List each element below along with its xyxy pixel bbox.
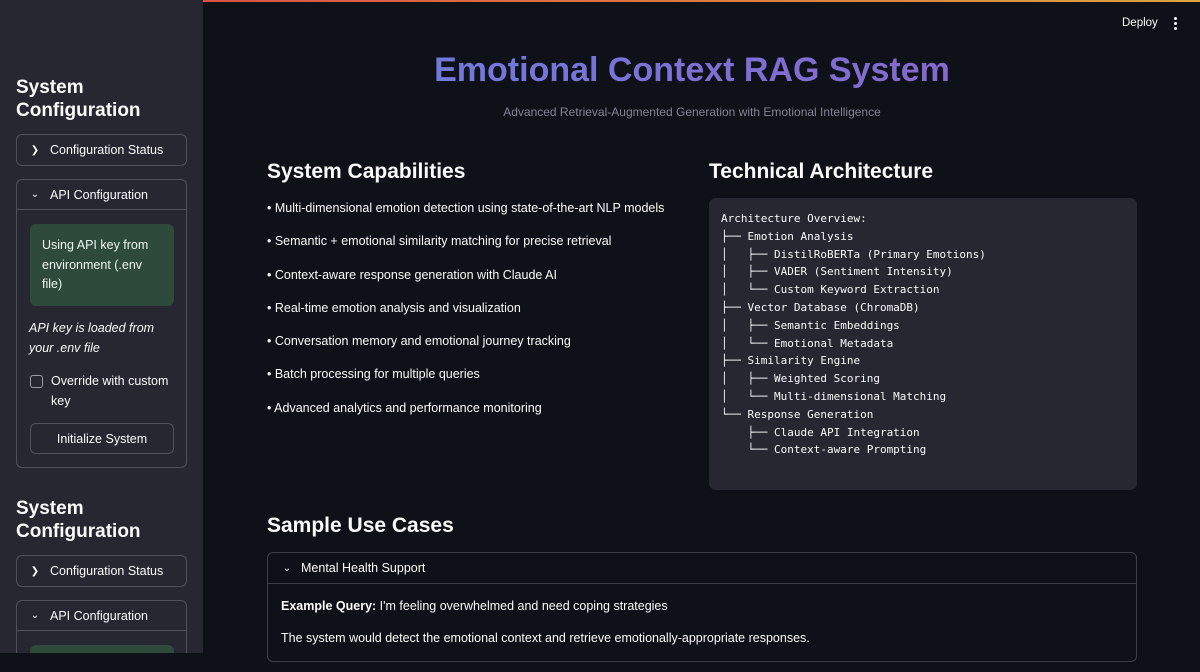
list-item: • Context-aware response generation with…	[267, 267, 557, 282]
config-status-header[interactable]: ❯ Configuration Status	[17, 135, 186, 165]
success-alert-partial	[30, 645, 174, 653]
chevron-down-icon: ⌄	[282, 562, 292, 574]
list-item: • Advanced analytics and performance mon…	[267, 400, 542, 415]
use-case-description: The system would detect the emotional co…	[281, 631, 810, 645]
architecture-code-block: Architecture Overview: ├── Emotion Analy…	[709, 198, 1137, 490]
chevron-down-icon: ⌄	[30, 610, 40, 621]
capabilities-list: • Multi-dimensional emotion detection us…	[267, 198, 687, 431]
mental-health-body: Example Query: I'm feeling overwhelmed a…	[268, 584, 1136, 672]
architecture-heading: Technical Architecture	[709, 160, 934, 183]
example-query: Example Query: I'm feeling overwhelmed a…	[281, 596, 1123, 616]
config-status-expander[interactable]: ❯ Configuration Status	[16, 134, 187, 166]
sidebar: System Configuration ❯ Configuration Sta…	[0, 0, 203, 653]
api-config-header[interactable]: ⌄ API Configuration	[17, 180, 186, 210]
sidebar-heading: System Configuration	[16, 77, 141, 121]
list-item: • Batch processing for multiple queries	[267, 367, 480, 382]
api-config-label: API Configuration	[50, 187, 148, 202]
override-label: Override with custom key	[51, 374, 169, 408]
example-query-label: Example Query:	[281, 599, 377, 613]
deploy-button[interactable]: Deploy	[1122, 17, 1158, 29]
kebab-menu-icon[interactable]	[1168, 13, 1182, 33]
list-item: • Multi-dimensional emotion detection us…	[267, 201, 665, 215]
api-config-expander[interactable]: ⌄ API Configuration Using API key from e…	[16, 179, 187, 468]
page-title: Emotional Context RAG System	[267, 48, 1117, 92]
api-config-header-repeat[interactable]: ⌄ API Configuration	[17, 601, 186, 631]
checkbox-icon[interactable]	[30, 375, 43, 388]
chevron-right-icon: ❯	[30, 144, 40, 156]
mental-health-expander[interactable]: ⌄ Mental Health Support Example Query: I…	[267, 552, 1137, 662]
capabilities-heading: System Capabilities	[267, 160, 466, 183]
api-key-note: API key is loaded from your .env file	[29, 321, 155, 355]
list-item: • Real-time emotion analysis and visuali…	[267, 300, 521, 315]
list-item: • Conversation memory and emotional jour…	[267, 334, 571, 349]
override-checkbox[interactable]: Override with custom key	[30, 372, 180, 411]
architecture-code: Architecture Overview: ├── Emotion Analy…	[721, 212, 986, 457]
success-alert: Using API key from environment (.env fil…	[30, 224, 174, 306]
config-status-label: Configuration Status	[50, 143, 164, 157]
chevron-down-icon: ⌄	[30, 189, 40, 200]
config-status-header-repeat[interactable]: ❯ Configuration Status	[17, 556, 186, 586]
chevron-right-icon: ❯	[30, 565, 40, 577]
config-status-label-repeat: Configuration Status	[50, 564, 164, 578]
list-item: • Semantic + emotional similarity matchi…	[267, 234, 612, 249]
initialize-system-button[interactable]: Initialize System	[30, 423, 174, 454]
api-config-expander-repeat[interactable]: ⌄ API Configuration	[16, 600, 187, 653]
mental-health-label: Mental Health Support	[301, 561, 426, 575]
example-query-text: I'm feeling overwhelmed and need coping …	[376, 599, 668, 613]
page-subtitle: Advanced Retrieval-Augmented Generation …	[503, 105, 881, 119]
mental-health-header[interactable]: ⌄ Mental Health Support	[268, 553, 1136, 584]
top-decoration-bar	[0, 0, 1200, 2]
sidebar-heading-repeat: System Configuration	[16, 498, 141, 542]
use-cases-heading: Sample Use Cases	[267, 514, 454, 537]
config-status-expander-repeat[interactable]: ❯ Configuration Status	[16, 555, 187, 587]
api-config-label-repeat: API Configuration	[50, 608, 148, 623]
